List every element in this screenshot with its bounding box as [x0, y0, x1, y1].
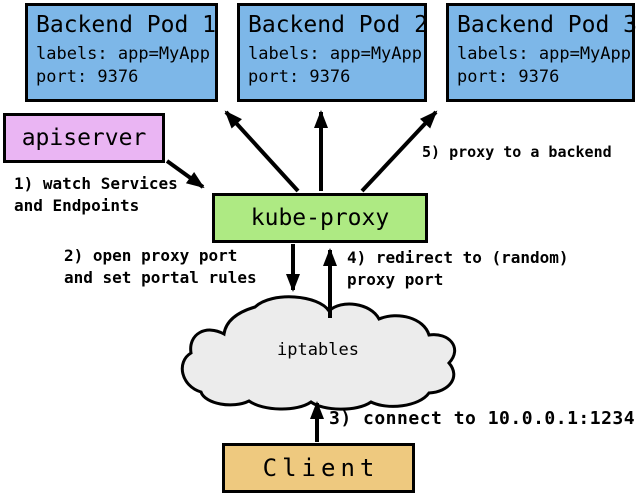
- node-apiserver: apiserver: [3, 113, 165, 163]
- kube-proxy-label: kube-proxy: [250, 205, 390, 231]
- step-2-line-1: 2) open proxy port: [64, 246, 238, 265]
- step-4-annotation: 4) redirect to (random) proxy port: [347, 247, 569, 291]
- step-5-line-1: 5) proxy to a backend: [422, 143, 612, 161]
- node-client: Client: [222, 443, 415, 493]
- backend-pod-1-port: port: 9376: [36, 67, 139, 87]
- node-kube-proxy: kube-proxy: [212, 193, 428, 243]
- arrow-step5-kube-proxy-to-pod1: [224, 110, 300, 193]
- step-4-line-1: 4) redirect to (random): [347, 248, 569, 267]
- step-1-line-1: 1) watch Services: [14, 174, 178, 193]
- node-backend-pod-1: Backend Pod 1 labels: app=MyApp port: 93…: [25, 3, 218, 102]
- backend-pod-2-port: port: 9376: [248, 67, 351, 87]
- step-1-annotation: 1) watch Services and Endpoints: [14, 173, 178, 217]
- step-3-annotation: 3) connect to 10.0.0.1:1234: [329, 407, 635, 431]
- step-5-annotation: 5) proxy to a backend: [422, 141, 612, 163]
- step-3-line-1: 3) connect to 10.0.0.1:1234: [329, 408, 636, 429]
- backend-pod-3-port: port: 9376: [457, 67, 560, 87]
- backend-pod-3-title: Backend Pod 3: [457, 12, 638, 38]
- iptables-label: iptables: [277, 340, 359, 360]
- step-4-line-2: proxy port: [347, 270, 444, 289]
- backend-pod-3-labels: labels: app=MyApp: [457, 44, 631, 64]
- apiserver-label: apiserver: [21, 125, 147, 151]
- step-2-line-2: and set portal rules: [64, 268, 257, 287]
- backend-pod-1-title: Backend Pod 1: [36, 12, 217, 38]
- backend-pod-2-labels: labels: app=MyApp: [248, 44, 422, 64]
- backend-pod-1-labels: labels: app=MyApp: [36, 44, 210, 64]
- node-backend-pod-3: Backend Pod 3 labels: app=MyApp port: 93…: [446, 3, 638, 102]
- client-label: Client: [262, 454, 380, 482]
- backend-pod-2-title: Backend Pod 2: [248, 12, 429, 38]
- step-2-annotation: 2) open proxy port and set portal rules: [64, 245, 257, 289]
- node-backend-pod-2: Backend Pod 2 labels: app=MyApp port: 93…: [237, 3, 429, 102]
- step-1-line-2: and Endpoints: [14, 196, 140, 215]
